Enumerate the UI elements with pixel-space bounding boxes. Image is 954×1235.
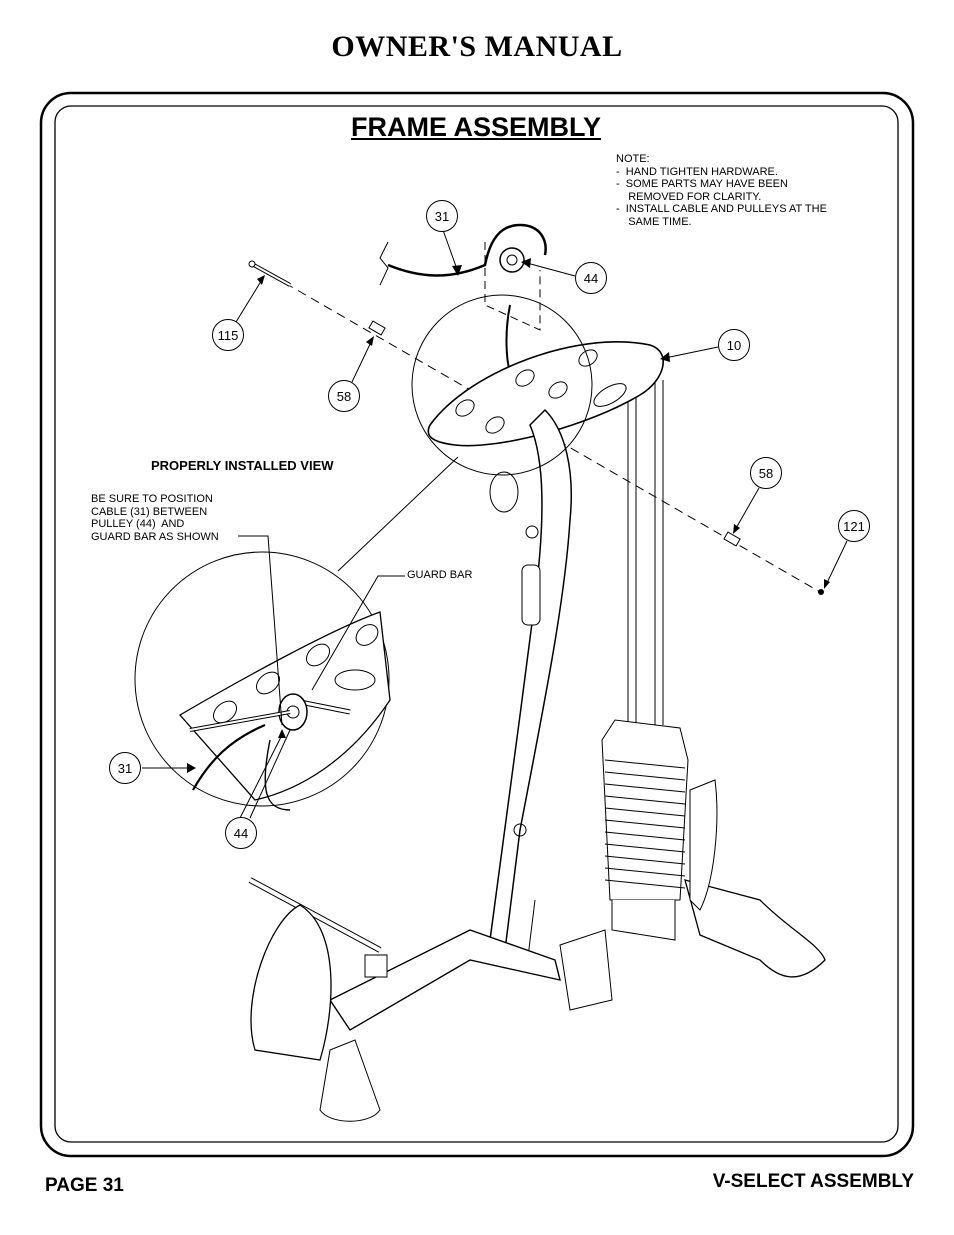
callout-31-cable: 31	[426, 200, 458, 232]
callout-121-nut: 121	[838, 510, 870, 542]
section-name: V-SELECT ASSEMBLY	[712, 1171, 914, 1192]
assembly-note: NOTE: - HAND TIGHTEN HARDWARE. - SOME PA…	[616, 153, 827, 228]
weight-plates	[604, 759, 686, 889]
detail-heading: PROPERLY INSTALLED VIEW	[151, 458, 334, 473]
detail-view	[178, 611, 391, 811]
guard-bar-label: GUARD BAR	[407, 569, 473, 581]
top-plate-10	[427, 341, 664, 447]
manual-title: OWNER'S MANUAL	[331, 30, 623, 63]
callout-58-spacer-left: 58	[328, 380, 360, 412]
frame-assembly-title: FRAME ASSEMBLY	[351, 112, 602, 142]
callout-10-top-plate: 10	[718, 329, 750, 361]
detail-instructions: BE SURE TO POSITION CABLE (31) BETWEEN P…	[91, 493, 219, 543]
callout-44-detail: 44	[225, 817, 257, 849]
bolt-115	[248, 260, 291, 287]
callout-31-detail: 31	[109, 752, 141, 784]
callout-44-pulley: 44	[575, 262, 607, 294]
callout-58-spacer-right: 58	[750, 457, 782, 489]
callout-115-bolt: 115	[212, 319, 244, 351]
page-number: PAGE 31	[45, 1175, 124, 1196]
